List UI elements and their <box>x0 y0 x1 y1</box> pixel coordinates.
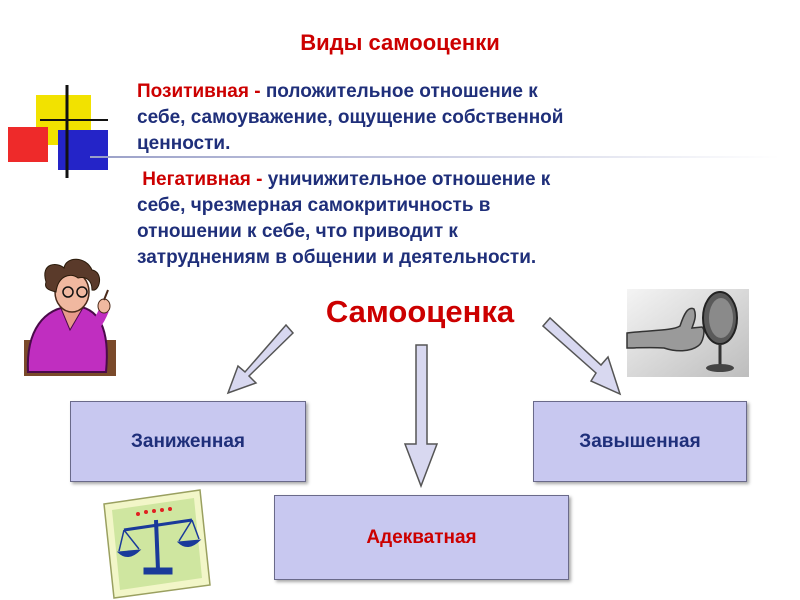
negative-line: уничижительное отношение к <box>262 169 551 190</box>
arrow-to-low <box>226 323 295 395</box>
divider-line <box>90 156 780 158</box>
low-label: Заниженная <box>130 430 246 452</box>
adequate-box: Адекватная <box>274 495 569 580</box>
positive-term: Позитивная - <box>137 81 261 102</box>
low-box: Заниженная <box>70 401 306 482</box>
negative-term: Негативная - <box>142 169 263 190</box>
negative-line: себе, чрезмерная самокритичность в <box>137 195 491 216</box>
adequate-label: Адекватная <box>366 526 477 548</box>
high-label: Завышенная <box>579 430 701 452</box>
positive-definition: Позитивная - положительное отношение к с… <box>137 79 777 157</box>
positive-line: себе, самоуважение, ощущение собственной <box>137 107 564 128</box>
high-box: Завышенная <box>533 401 747 482</box>
negative-definition: Негативная - уничижительное отношение к … <box>137 167 777 271</box>
arrow-to-high <box>541 316 622 396</box>
self-esteem-label: Самооценка <box>325 294 515 329</box>
arrow-to-adequate <box>403 344 439 489</box>
positive-line: положительное отношение к <box>260 81 538 102</box>
page-title: Виды самооценки <box>300 30 500 55</box>
positive-line: ценности. <box>137 133 231 154</box>
negative-line: затруднениям в общении и деятельности. <box>137 247 537 268</box>
negative-line: отношении к себе, что приводит к <box>137 221 458 242</box>
